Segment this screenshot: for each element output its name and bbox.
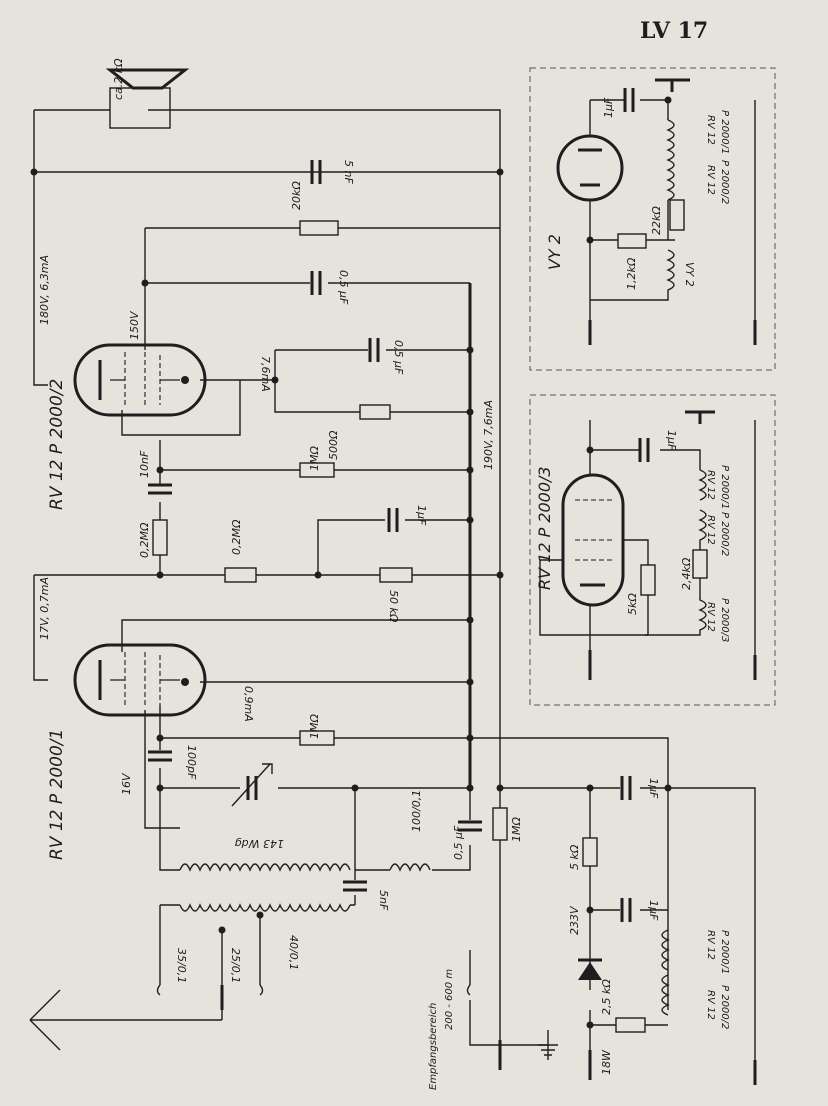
loudspeaker [105,68,190,129]
volt-16-label: 16V [120,772,133,795]
cap-10nf-label: 10nF [138,450,151,478]
vy2-h-p1-label: P 2000/1 [719,110,730,154]
capacitors [148,160,632,922]
v3-res5-label: 5kΩ [626,593,639,615]
res-25k-label: 2,5 kΩ [600,979,613,1015]
main-wiring [29,109,756,1080]
rectifier-diode [578,958,602,980]
watt-18-label: 18W [600,1049,613,1075]
cap-05uf-b-label: 0,5 μF [392,340,405,375]
cap-1uf-mid-label: 1μF [415,505,428,526]
res-02m-a-label: 0,2MΩ [138,522,151,558]
vy2-tube-label: VY 2 [545,234,564,270]
v2-tube-label: RV 12 P 2000/2 [47,379,67,510]
tuning-capacitor[interactable] [231,763,273,807]
current-76-label: 7,6mA [259,356,272,392]
resistors [152,220,646,1033]
volt-180-label: 180V, 6,3mA [38,255,51,325]
cap-1uf-r2-label: 1μF [647,900,660,921]
v3-h-p2-label: P 2000/2 [719,512,730,556]
speaker-impedance-label: ca.2 kΩ [112,58,125,100]
heater-rv-label: RV 12 [705,930,716,960]
current-09-label: 0,9mA [242,686,255,722]
cap-05uf-c-label: 0,5 μF [452,825,465,860]
vy2-h-rv2-label: RV 12 [705,165,716,195]
heater-p2-label: P 2000/2 [719,985,730,1029]
diagram-title: LV 17 [640,18,708,44]
volt-190-label: 190V, 7,6mA [482,400,495,470]
tube-v1 [73,643,207,717]
v3-h-rv2-label: RV 12 [705,515,716,545]
vy2-heater-box [529,67,776,371]
coil-100-label: 100/0,1 [410,790,423,832]
coils [160,863,670,1016]
vy2-cap-label: 1μF [602,97,615,118]
res-20k-label: 20kΩ [290,181,303,210]
band-range-label: 200 - 600 m [444,969,455,1030]
vy2-res22-label: 22kΩ [650,206,663,235]
v3-tube-label: RV 12 P 2000/3 [535,466,554,590]
band-label: Empfangsbereich [428,1003,439,1090]
cap-100pf-label: 100pF [185,745,198,780]
vy2-h-p2-label: P 2000/2 [719,160,730,204]
v3-h-rv-label: RV 12 [705,470,716,500]
vy2-res12-label: 1,2kΩ [625,257,638,290]
res-500-label: 500Ω [327,430,340,460]
vy2-heater-label: VY 2 [683,262,696,287]
v3-cap-label: 1μF [665,430,678,451]
v1-tube-label: RV 12 P 2000/1 [47,729,67,860]
terminals [156,984,757,1085]
component-labels: 5 nF 20kΩ 0,5 μF 150V 180V, 6,3mA 7,6mA … [38,160,730,1090]
coil-143-label: 143 Wdg [235,837,284,850]
v3-h-p3-label: P 2000/3 [719,598,730,642]
res-1m-a-label: 1MΩ [308,446,321,471]
volt-233-label: 233V [568,905,581,935]
v3-h-p1-label: P 2000/1 [719,465,730,509]
volt-150-label: 150V [128,310,141,340]
cap-05uf-a-label: 0,5 μF [337,270,350,305]
v3-res24-label: 2,4kΩ [680,557,693,590]
heater-rv2-label: RV 12 [705,990,716,1020]
cap-1uf-r1-label: 1μF [647,778,660,799]
volt-17-label: 17V, 0,7mA [38,577,51,640]
res-02m-b-label: 0,2MΩ [230,519,243,555]
coil-40-label: 40/0,1 [287,935,300,970]
v3-h-rv3-label: RV 12 [705,602,716,632]
box-labels: 1μF 22kΩ 1,2kΩ VY 2 P 2000/1 RV 12 P 200… [535,97,730,642]
heater-p1-label: P 2000/1 [719,930,730,974]
junctions [30,168,672,1029]
cap-5nf-bot-label: 5nF [377,890,390,911]
vy2-h-rv-label: RV 12 [705,115,716,145]
coil-25-label: 25/0,1 [229,948,242,983]
res-50k-label: 50 kΩ [387,590,400,623]
v3-heater-box [529,394,776,706]
vy2-circuit [556,78,757,345]
res-1m-c-label: 1MΩ [510,817,523,842]
coil-35-label: 35/0,1 [175,948,188,983]
cap-5nf-top-label: 5 nF [342,160,355,184]
res-5k-label: 5 kΩ [568,844,581,870]
v3-circuit [539,410,757,680]
tube-v2 [73,343,207,417]
res-1m-b-label: 1MΩ [308,714,321,739]
